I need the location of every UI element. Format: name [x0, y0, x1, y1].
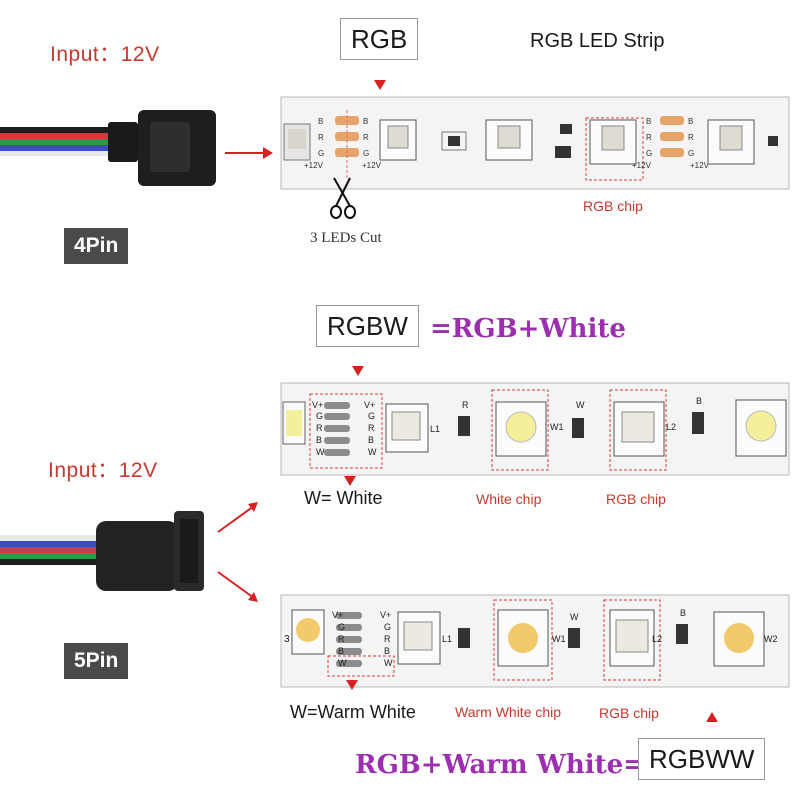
arrow-right-icon: [225, 147, 273, 159]
rgb-type-box: RGB: [340, 18, 419, 60]
svg-text:B: B: [368, 435, 374, 445]
warm-white-chip-caption: Warm White chip: [455, 704, 562, 720]
svg-text:B: B: [318, 117, 323, 126]
5pin-label: 5Pin: [64, 643, 129, 679]
pointer-up-icon: [706, 712, 718, 722]
svg-text:R: R: [462, 400, 469, 410]
svg-text:L2: L2: [666, 422, 676, 432]
svg-text:R: R: [363, 133, 369, 142]
rgbww-type-box: RGBWW: [638, 738, 766, 780]
svg-text:W: W: [338, 658, 347, 668]
svg-text:W1: W1: [550, 422, 564, 432]
svg-text:W: W: [384, 658, 393, 668]
svg-text:G: G: [384, 622, 391, 632]
svg-text:G: G: [688, 149, 694, 158]
svg-text:B: B: [696, 396, 702, 406]
svg-text:R: R: [318, 133, 324, 142]
svg-text:G: G: [316, 411, 323, 421]
svg-text:R: R: [316, 423, 323, 433]
rgbw-formula: =RGB+White: [430, 314, 626, 344]
rgbww-led-strip: 3 V+ G R B W V+ G R B W L1 W1 W L2 B W2: [280, 594, 790, 688]
input-voltage-label-5pin: Input：12V: [48, 459, 158, 482]
svg-text:W1: W1: [552, 634, 566, 644]
svg-text:3: 3: [284, 634, 290, 645]
scissors-icon: [330, 177, 356, 219]
pointer-down-icon: [374, 80, 386, 90]
rgb-led-strip: B R G B R G +12V +12V B R G B R G +12V +…: [280, 96, 790, 190]
rgb-chip-caption-2: RGB chip: [606, 491, 666, 507]
svg-text:B: B: [646, 117, 651, 126]
svg-text:B: B: [338, 646, 344, 656]
svg-text:B: B: [384, 646, 390, 656]
svg-text:L2: L2: [652, 634, 662, 644]
split-arrows-icon: [217, 502, 258, 602]
svg-text:+12V: +12V: [632, 161, 652, 170]
svg-text:B: B: [680, 608, 686, 618]
svg-text:+12V: +12V: [304, 161, 324, 170]
rgbww-w-note: W=Warm White: [290, 702, 416, 722]
rgbww-formula: RGB+Warm White=: [355, 750, 645, 780]
svg-text:R: R: [646, 133, 652, 142]
svg-text:G: G: [646, 149, 652, 158]
svg-text:G: G: [338, 622, 345, 632]
svg-text:V+: V+: [332, 610, 343, 620]
svg-text:V+: V+: [364, 400, 375, 410]
svg-text:V+: V+: [312, 400, 323, 410]
rgbw-type-box: RGBW: [316, 305, 419, 347]
svg-text:W: W: [316, 447, 325, 457]
4pin-label: 4Pin: [64, 228, 129, 264]
white-chip-caption: White chip: [476, 491, 542, 507]
svg-text:V+: V+: [380, 610, 391, 620]
svg-text:R: R: [368, 423, 375, 433]
svg-text:G: G: [318, 149, 324, 158]
svg-text:G: G: [363, 149, 369, 158]
rgb-chip-caption-3: RGB chip: [599, 705, 659, 721]
svg-text:+12V: +12V: [362, 161, 382, 170]
rgbw-led-strip: V+ G R B W V+ G R B W L1 R W1 W L2 B: [280, 382, 790, 476]
svg-text:R: R: [338, 634, 345, 644]
svg-text:G: G: [368, 411, 375, 421]
input-voltage-label-4pin: Input：12V: [50, 43, 160, 66]
rgb-chip-caption-1: RGB chip: [583, 198, 643, 214]
svg-text:B: B: [316, 435, 322, 445]
strip-title: RGB LED Strip: [530, 30, 665, 52]
svg-text:L1: L1: [442, 634, 452, 644]
pointer-down-icon-2: [352, 366, 364, 376]
cut-note: 3 LEDs Cut: [310, 230, 382, 246]
rgbw-w-note: W= White: [304, 488, 383, 508]
4pin-connector-cable: [0, 110, 216, 186]
svg-text:B: B: [363, 117, 368, 126]
svg-text:W: W: [570, 612, 579, 622]
pointer-down-icon-3: [344, 476, 356, 486]
svg-text:B: B: [688, 117, 693, 126]
5pin-connector-cable: [0, 511, 204, 591]
svg-text:R: R: [688, 133, 694, 142]
svg-text:L1: L1: [430, 424, 440, 434]
pointer-down-icon-4: [346, 680, 358, 690]
svg-text:+12V: +12V: [690, 161, 710, 170]
svg-text:W2: W2: [764, 634, 778, 644]
svg-text:R: R: [384, 634, 391, 644]
svg-text:W: W: [368, 447, 377, 457]
svg-text:W: W: [576, 400, 585, 410]
